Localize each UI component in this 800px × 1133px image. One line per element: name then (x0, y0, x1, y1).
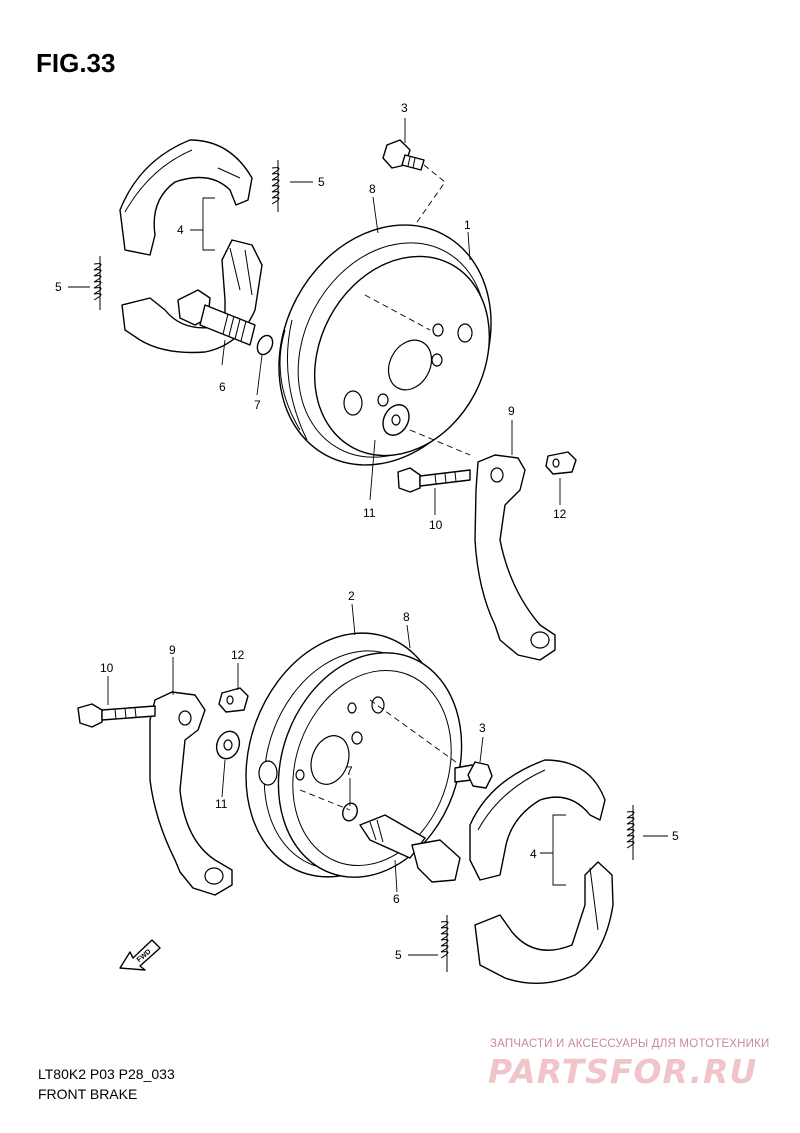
brake-arm-9-upper (474, 454, 556, 661)
callout-5-upper-right: 5 (318, 175, 325, 189)
callout-11-lower: 11 (215, 797, 228, 811)
brake-shoe-lower-top (469, 759, 606, 881)
callout-4-lower: 4 (530, 847, 537, 861)
bolt-10-upper (397, 467, 471, 493)
callout-1-upper: 1 (464, 218, 471, 232)
watermark-logo: PARTSFOR.RU (488, 1052, 758, 1091)
callouts-lower: 2 8 10 9 12 3 7 11 6 5 4 5 (100, 589, 679, 962)
washer-lower (215, 730, 241, 760)
callout-7-lower: 7 (346, 764, 353, 778)
brake-shoe-lower-bottom (474, 861, 614, 985)
spring-5-lower-left (440, 915, 449, 972)
callout-6-lower: 6 (393, 892, 400, 906)
callout-8-lower: 8 (403, 610, 410, 624)
callout-11-upper: 11 (363, 506, 376, 520)
oring-7-lower (342, 802, 358, 822)
callout-9-lower: 9 (169, 643, 176, 657)
bolt-3-upper (382, 139, 425, 171)
camshaft-6-lower (359, 814, 461, 883)
callout-10-upper: 10 (429, 518, 443, 532)
spring-5-upper-left (93, 256, 102, 310)
figure-title: FIG.33 (36, 48, 116, 78)
callout-5-lower-left: 5 (395, 948, 402, 962)
callout-10-lower: 10 (100, 661, 114, 675)
nut-12-lower (218, 687, 249, 713)
camshaft-6-upper (177, 289, 256, 346)
callout-5-lower-right: 5 (672, 829, 679, 843)
callout-12-lower: 12 (231, 648, 245, 662)
spring-5-lower-right (626, 805, 635, 860)
callouts-upper: 3 5 8 1 4 5 6 7 9 12 11 10 (55, 101, 567, 532)
section-name: FRONT BRAKE (38, 1086, 138, 1102)
callout-8-upper: 8 (369, 182, 376, 196)
nut-12-upper (545, 451, 577, 475)
oring-7-upper (256, 334, 274, 356)
callout-9-upper: 9 (508, 404, 515, 418)
callout-4-upper: 4 (177, 223, 184, 237)
model-code: LT80K2 P03 P28_033 (38, 1066, 175, 1082)
lower-leader-lines (107, 603, 668, 956)
callout-5-upper-left: 5 (55, 280, 62, 294)
upper-leader-lines (68, 118, 561, 515)
callout-7-upper: 7 (254, 398, 261, 412)
callout-3-upper: 3 (401, 101, 408, 115)
watermark-tagline: ЗАПЧАСТИ И АКСЕССУАРЫ ДЛЯ МОТОТЕХНИКИ (490, 1038, 770, 1050)
brake-arm-9-lower (149, 691, 233, 896)
callout-3-lower: 3 (479, 721, 486, 735)
callout-6-upper: 6 (219, 380, 226, 394)
brake-drum-lower (245, 632, 463, 878)
callout-12-upper: 12 (553, 507, 567, 521)
brake-drum-upper (278, 224, 492, 466)
spring-5-upper-right (271, 160, 280, 212)
brake-shoe-upper-top (119, 139, 253, 256)
bolt-3-lower (454, 761, 493, 789)
bolt-10-lower (77, 703, 156, 728)
fwd-arrow-icon (119, 939, 161, 971)
washer-upper (382, 404, 410, 436)
callout-2-lower: 2 (348, 589, 355, 603)
